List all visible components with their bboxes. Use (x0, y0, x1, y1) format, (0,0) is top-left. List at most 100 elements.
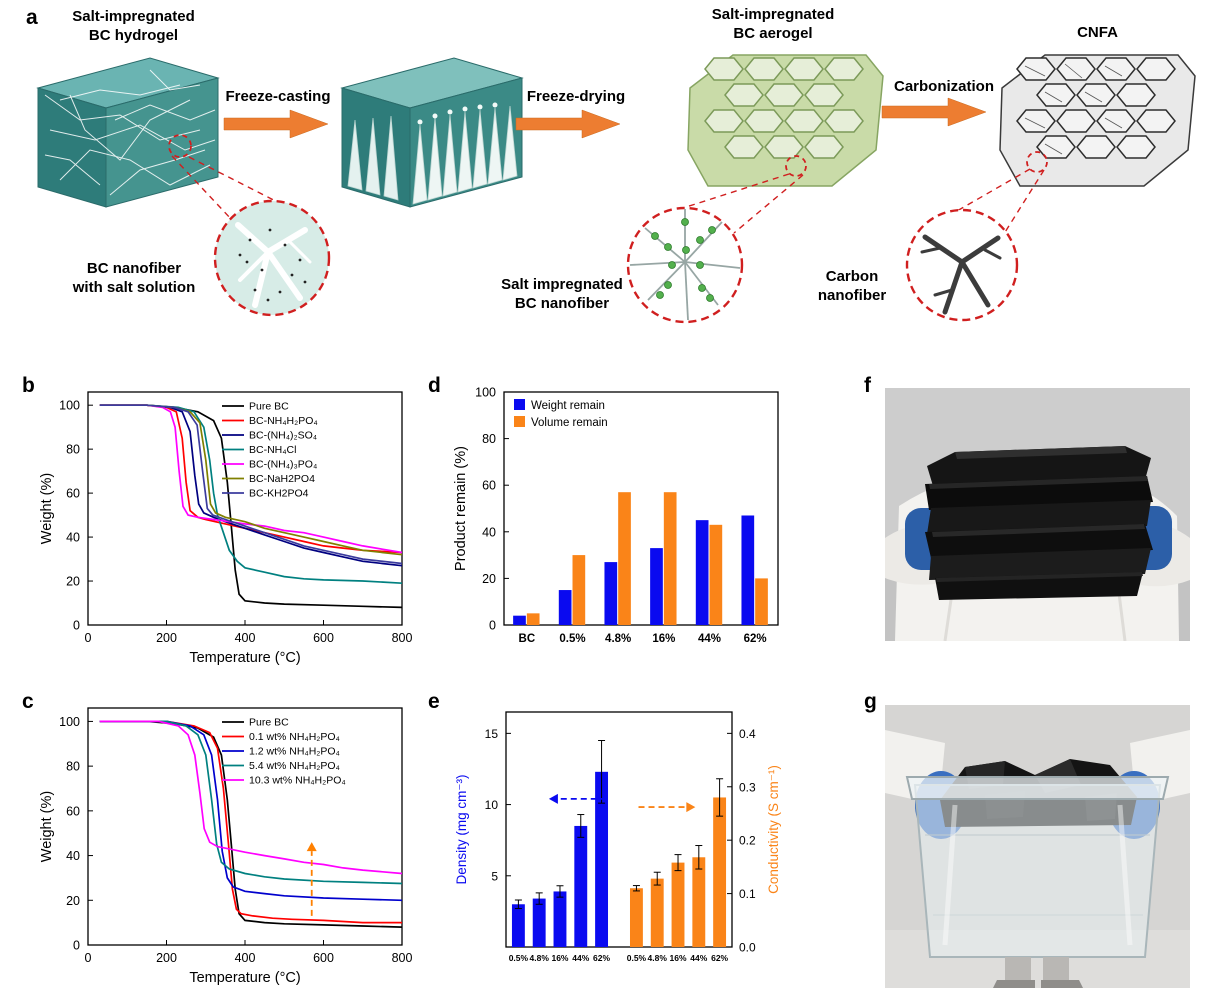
legend-swatch (514, 416, 525, 427)
right-y-tick-label: 0.1 (739, 887, 756, 901)
panel-label-a: a (26, 6, 38, 29)
stage3-title: Salt-impregnated BC aerogel (711, 6, 835, 42)
category-label: BC (519, 633, 536, 645)
y-tick-label: 80 (482, 432, 496, 446)
right-axis-title: Conductivity (S cm⁻¹) (766, 765, 781, 894)
category-label: 0.5% (627, 953, 647, 963)
ice-cones-front (347, 115, 399, 201)
y-tick-label: 40 (482, 525, 496, 539)
category-label: 4.8% (605, 633, 631, 645)
x-tick-label: 400 (235, 631, 256, 645)
right-y-tick-label: 0.0 (739, 941, 756, 955)
left-y-tick-label: 5 (491, 869, 498, 883)
photo-cnfa-stack (885, 388, 1190, 641)
y-tick-label: 0 (73, 619, 80, 633)
x-tick-label: 0 (85, 951, 92, 965)
annotation-arrow-head (686, 802, 696, 813)
annotation-arrow-head (306, 842, 317, 852)
cnfa-honeycomb (999, 54, 1196, 187)
legend-label: BC-NH₄Cl (249, 444, 296, 456)
bar-Weight remain (650, 548, 663, 625)
series-line (99, 404, 403, 554)
conductivity-bar (692, 857, 706, 947)
density-bar (595, 771, 609, 947)
y-tick-label: 0 (73, 939, 80, 953)
nanofiber-network-lines (44, 69, 216, 196)
plot-box (87, 707, 403, 946)
density-bar (574, 825, 588, 947)
left-y-tick-label: 15 (485, 727, 499, 741)
freeze-cast-cube (340, 57, 524, 208)
step-freeze-casting-label: Freeze-casting (225, 88, 331, 105)
bar-Volume remain (709, 524, 723, 625)
bar-Weight remain (741, 515, 755, 625)
step-carbonization-label: Carbonization (894, 78, 994, 95)
left-y-tick-label: 10 (485, 798, 499, 812)
y-tick-label: 100 (475, 386, 496, 400)
y-axis-title: Weight (%) (39, 791, 55, 862)
y-axis-title: Weight (%) (39, 473, 55, 544)
bar-Weight remain (695, 520, 709, 625)
y-tick-label: 100 (59, 399, 80, 413)
category-label: 44% (572, 953, 589, 963)
y-tick-label: 40 (66, 849, 80, 863)
series-line (99, 404, 403, 585)
density-bar (532, 898, 546, 947)
freeze-drying-arrow (515, 109, 621, 139)
right-y-tick-label: 0.3 (739, 780, 756, 794)
y-tick-label: 20 (482, 572, 496, 586)
legend-label: 1.2 wt% NH₄H₂PO₄ (249, 746, 340, 758)
category-label: 4.8% (648, 953, 668, 963)
series-line (99, 720, 403, 885)
y-tick-label: 80 (66, 443, 80, 457)
legend-label: BC-(NH₄)₃PO₄ (249, 459, 317, 471)
y-axis-title: Product remain (%) (453, 446, 469, 571)
left-axis-title: Density (mg cm⁻³) (454, 775, 469, 885)
legend-label: BC-NaH2PO4 (249, 473, 315, 485)
category-label: 62% (593, 953, 610, 963)
category-label: 44% (690, 953, 707, 963)
y-tick-label: 80 (66, 760, 80, 774)
category-label: 4.8% (530, 953, 550, 963)
annotation-arrow-head (548, 793, 558, 804)
panel-label-f: f (864, 374, 871, 397)
salt-beads (651, 218, 716, 302)
right-y-tick-label: 0.2 (739, 834, 756, 848)
bc-aerogel-honeycomb (687, 54, 884, 187)
x-axis-title: Temperature (°C) (189, 970, 300, 986)
bar-Volume remain (755, 578, 768, 625)
x-tick-label: 600 (313, 951, 334, 965)
category-label: 62% (744, 633, 767, 645)
right-y-tick-label: 0.4 (739, 727, 756, 741)
legend-label: 5.4 wt% NH₄H₂PO₄ (249, 760, 340, 772)
category-label: 0.5% (509, 953, 529, 963)
x-tick-label: 400 (235, 951, 256, 965)
conductivity-bar (671, 862, 685, 947)
stage4-title-cnfa: CNFA (1077, 24, 1118, 41)
conductivity-bar (629, 888, 643, 947)
series-line (99, 720, 403, 875)
ice-cones (412, 105, 518, 205)
legend-label: Pure BC (249, 401, 289, 413)
category-label: 16% (652, 633, 675, 645)
inset-bc-nanofiber (168, 134, 331, 317)
bar-Volume remain (663, 492, 677, 625)
bc-hydrogel-cube (36, 57, 220, 208)
plastic-box-rim (905, 776, 1170, 800)
category-label: 62% (711, 953, 728, 963)
y-tick-label: 100 (59, 715, 80, 729)
category-label: 44% (698, 633, 721, 645)
conductivity-bar (713, 797, 727, 947)
x-tick-label: 800 (392, 951, 413, 965)
legend-label: Volume remain (531, 417, 608, 429)
category-label: 16% (551, 953, 568, 963)
legend-label: BC-(NH₄)₂SO₄ (249, 430, 317, 442)
series-line (99, 404, 403, 554)
